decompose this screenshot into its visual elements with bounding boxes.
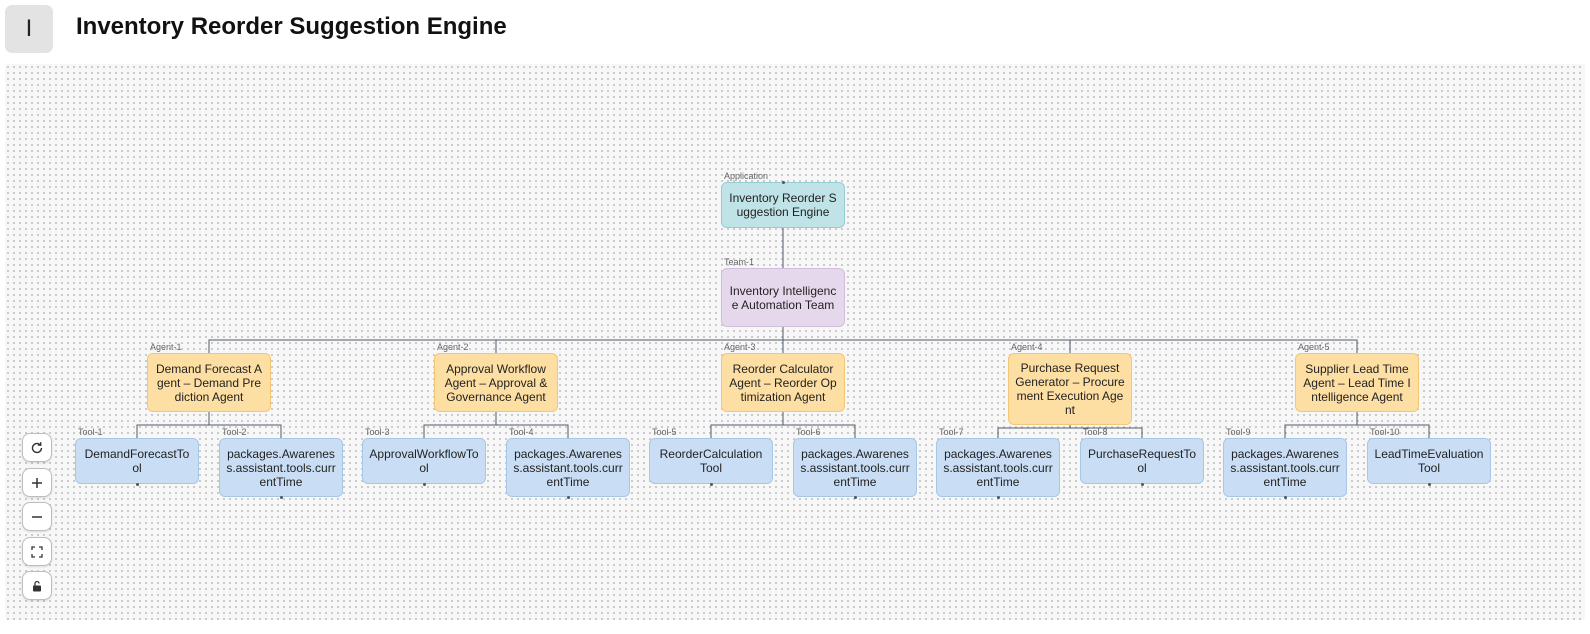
edge-agent-tool-3 [423,412,497,438]
tool-node-3[interactable]: ApprovalWorkflowTool [362,438,486,484]
lock-button[interactable] [22,571,52,600]
tool-handle-3 [422,482,426,486]
edge-agent-tool-10 [1356,412,1430,438]
tool-node-10-label: LeadTimeEvaluationTool [1374,447,1484,475]
edge-agent-tool-4 [495,412,569,438]
edge-agent-tool-7 [997,425,1071,438]
agent-node-2-label: Approval Workflow Agent – Approval & Gov… [444,361,548,404]
tool-handle-2 [279,495,283,499]
tool-handle-1 [135,482,139,486]
zoom-in-button[interactable] [22,468,52,497]
agent-node-3-label: Reorder Calculator Agent – Reorder Optim… [729,361,837,404]
tool-node-8-tag: Tool-8 [1083,427,1108,437]
team-node-tag: Team-1 [724,257,755,267]
app-handle-top [781,180,785,184]
tool-node-6-tag: Tool-6 [796,427,821,437]
tool-node-5-tag: Tool-5 [652,427,677,437]
tool-node-7[interactable]: packages.Awareness.assistant.tools.curre… [936,438,1060,497]
app-header: I Inventory Reorder Suggestion Engine [0,0,1590,62]
agent-node-5-tag: Agent-5 [1298,342,1330,352]
tool-handle-4 [566,495,570,499]
tool-node-4-label: packages.Awareness.assistant.tools.curre… [513,446,623,489]
tool-node-1-label: DemandForecastTool [84,447,190,475]
team-node-label: Inventory Intelligence Automation Team [729,283,837,312]
tool-node-1-tag: Tool-1 [78,427,103,437]
tool-node-8-label: PurchaseRequestTool [1087,447,1197,475]
tool-handle-7 [996,495,1000,499]
fit-view-icon [31,545,43,558]
fit-view-button[interactable] [22,537,52,566]
agent-node-3[interactable]: Reorder Calculator Agent – Reorder Optim… [721,353,845,412]
tool-node-4-tag: Tool-4 [509,427,534,437]
agent-node-1-label: Demand Forecast Agent – Demand Predictio… [155,361,263,404]
tool-node-10-tag: Tool-10 [1370,427,1400,437]
agent-node-2[interactable]: Approval Workflow Agent – Approval & Gov… [434,353,558,412]
tool-node-2-tag: Tool-2 [222,427,247,437]
tool-node-4[interactable]: packages.Awareness.assistant.tools.curre… [506,438,630,497]
app-logo: I [5,5,53,53]
agent-node-4-tag: Agent-4 [1011,342,1043,352]
refresh-icon [31,441,43,453]
tool-node-6-label: packages.Awareness.assistant.tools.curre… [800,446,910,489]
zoom-out-button[interactable] [22,502,52,531]
lock-icon [33,580,41,591]
agent-node-2-tag: Agent-2 [437,342,469,352]
tool-node-10[interactable]: LeadTimeEvaluationTool [1367,438,1491,484]
tool-node-7-label: packages.Awareness.assistant.tools.curre… [943,446,1053,489]
plus-icon [32,477,42,488]
edge-agent-tool-9 [1284,412,1358,438]
team-node[interactable]: Inventory Intelligence Automation Team [721,268,845,327]
tool-node-3-label: ApprovalWorkflowTool [369,447,479,475]
logo-letter: I [25,15,33,42]
tool-handle-9 [1283,495,1287,499]
tool-node-9-tag: Tool-9 [1226,427,1251,437]
application-node-label: Inventory Reorder Suggestion Engine [729,191,837,219]
edge-agent-tool-2 [208,412,282,438]
tool-node-9[interactable]: packages.Awareness.assistant.tools.curre… [1223,438,1347,497]
tool-node-7-tag: Tool-7 [939,427,964,437]
tool-node-2-label: packages.Awareness.assistant.tools.curre… [226,446,336,489]
edge-team-agent-5 [782,327,1358,353]
edge-agent-tool-6 [782,412,856,438]
edge-agent-tool-5 [710,412,784,438]
tool-node-2[interactable]: packages.Awareness.assistant.tools.curre… [219,438,343,497]
tool-handle-10 [1427,482,1431,486]
tool-node-5[interactable]: ReorderCalculationTool [649,438,773,484]
application-node-tag: Application [724,171,769,181]
edge-agent-tool-8 [1069,425,1143,438]
agent-node-5-label: Supplier Lead Time Agent – Lead Time Int… [1303,361,1411,404]
agent-node-3-tag: Agent-3 [724,342,756,352]
tool-node-3-tag: Tool-3 [365,427,390,437]
edge-agent-tool-1 [136,412,210,438]
tool-node-5-label: ReorderCalculationTool [659,447,763,475]
tool-node-1[interactable]: DemandForecastTool [75,438,199,484]
tool-node-6[interactable]: packages.Awareness.assistant.tools.curre… [793,438,917,497]
application-node[interactable]: Inventory Reorder Suggestion Engine [721,182,845,228]
tool-node-8[interactable]: PurchaseRequestTool [1080,438,1204,484]
agent-node-1[interactable]: Demand Forecast Agent – Demand Predictio… [147,353,271,412]
agent-node-4[interactable]: Purchase Request Generator – Procurement… [1008,353,1132,425]
reset-view-button[interactable] [22,433,52,462]
diagram-edges [136,228,1430,438]
tool-handle-8 [1140,482,1144,486]
tool-node-9-label: packages.Awareness.assistant.tools.curre… [1230,446,1340,489]
agent-node-4-label: Purchase Request Generator – Procurement… [1015,361,1125,417]
tool-handle-6 [853,495,857,499]
page-title: Inventory Reorder Suggestion Engine [76,13,507,40]
minus-icon [32,515,42,518]
agent-node-5[interactable]: Supplier Lead Time Agent – Lead Time Int… [1295,353,1419,412]
agent-node-1-tag: Agent-1 [150,342,182,352]
tool-handle-5 [709,482,713,486]
